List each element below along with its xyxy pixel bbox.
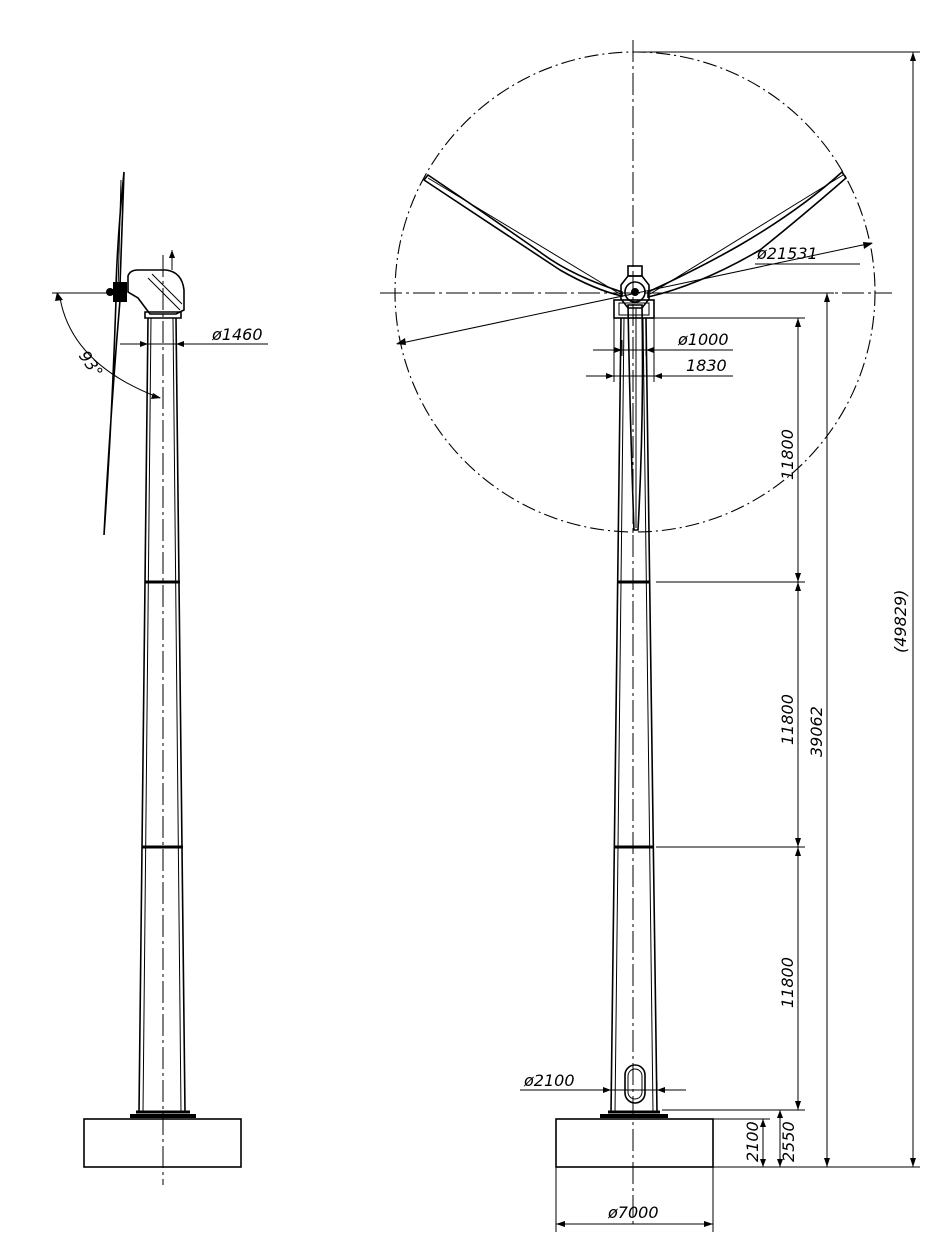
hub-diameter-label: ø1000 <box>677 330 729 349</box>
section-mid-label: 11800 <box>778 694 797 745</box>
rotor-diameter-dimension: ø21531 <box>396 242 873 345</box>
door-opening <box>624 1064 646 1104</box>
total-height-dimension: (49829) <box>633 51 920 1167</box>
front-tower <box>600 317 668 1118</box>
tilt-angle-label: 93° <box>75 347 107 381</box>
section-top-label: 11800 <box>778 429 797 480</box>
hub-dimensions: ø1000 1830 <box>586 318 733 382</box>
side-nacelle <box>106 250 185 319</box>
base-diameter-label: ø2100 <box>523 1071 575 1090</box>
foundation-height-dimensions: 2100 2550 <box>713 1110 920 1168</box>
foundation-height-label: 2100 <box>743 1121 762 1162</box>
base-height-label: 2550 <box>779 1121 798 1162</box>
foundation-diameter-label: ø7000 <box>607 1203 659 1222</box>
side-view: 93° ø1460 <box>52 171 268 1185</box>
hub-height-dimension: 39062 <box>656 292 834 1167</box>
front-foundation <box>555 1118 714 1168</box>
front-hub <box>613 256 655 319</box>
side-diameter-label: ø1460 <box>211 325 263 344</box>
front-blades <box>422 170 848 531</box>
side-tower <box>130 317 196 1118</box>
total-height-label: (49829) <box>891 590 910 653</box>
front-view: ø21531 ø1000 1830 <box>380 40 920 1232</box>
side-foundation <box>83 1118 242 1168</box>
rotor-diameter-label: ø21531 <box>756 244 818 263</box>
section-dimensions: 11800 11800 11800 <box>650 317 805 1111</box>
hub-height-label: 39062 <box>807 706 826 757</box>
base-diameter-dimension: ø2100 <box>520 1071 686 1098</box>
tower-top-width-label: 1830 <box>686 356 727 375</box>
section-bottom-label: 11800 <box>778 957 797 1008</box>
side-diameter-dimension: ø1460 <box>120 318 268 350</box>
foundation-diameter-dimension: ø7000 <box>555 1167 714 1232</box>
side-blades <box>103 171 125 536</box>
